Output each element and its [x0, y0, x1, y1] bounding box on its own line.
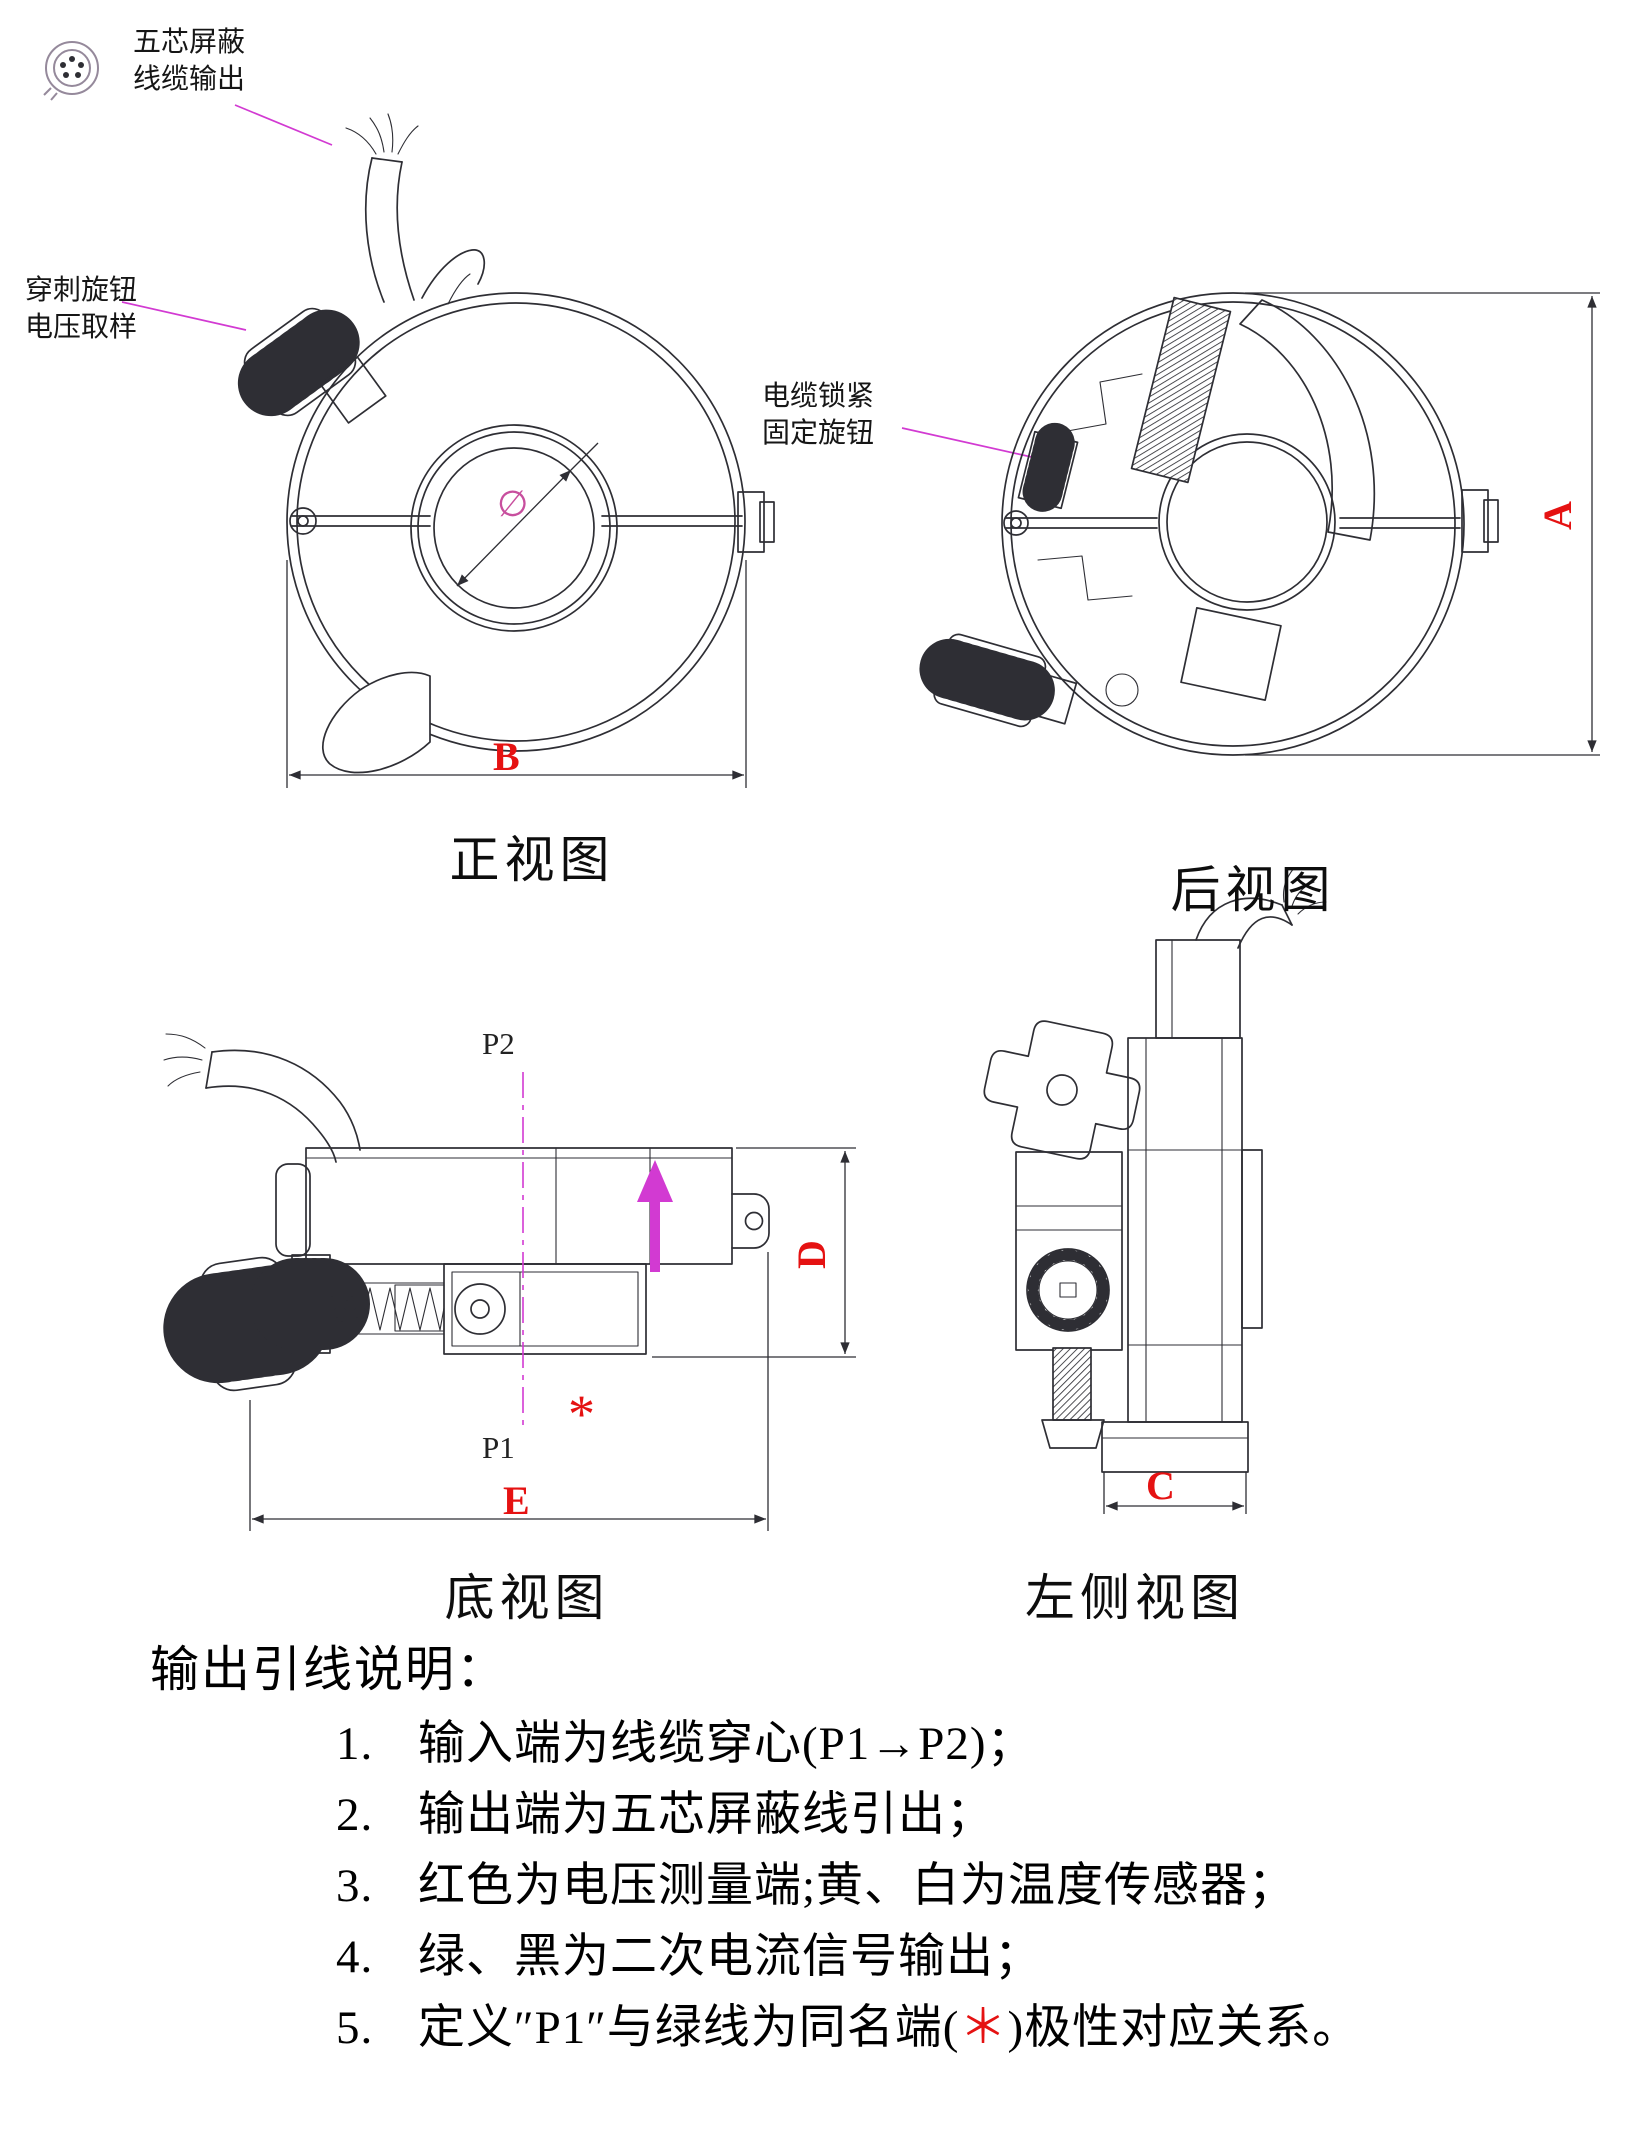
rear-dim-a-lines [1245, 292, 1600, 756]
pierce-knob [237, 307, 363, 417]
rear-cable-hole [1158, 433, 1336, 611]
cable-lock-callout-line2: 固定旋钮 [762, 418, 875, 449]
diameter-symbol: ∅ [497, 484, 529, 524]
note-3-text: 红色为电压测量端;黄、白为温度传感器； [418, 1860, 1297, 1912]
note-item-2: 2. 输出端为五芯屏蔽线引出； [336, 1788, 1590, 1843]
bottom-screw-thread [329, 1287, 445, 1331]
side-bolt [1041, 1347, 1105, 1449]
pierce-knob-callout-line1: 穿刺旋钮 [25, 275, 138, 306]
note-2-number: 2. [336, 1789, 374, 1841]
bottom-dim-d-lines [652, 1147, 856, 1358]
bottom-right-tab [731, 1193, 770, 1249]
front-body [286, 292, 775, 774]
p1-label: P1 [482, 1430, 515, 1465]
front-right-tab [737, 491, 765, 553]
note-5-text-pre: 定义″P1″与绿线为同名端( [418, 2002, 960, 2054]
rear-cable-arm [1239, 299, 1376, 541]
polarity-asterisk: * [568, 1384, 595, 1444]
five-core-connector-icon [43, 41, 99, 101]
note-1-number: 1. [336, 1718, 374, 1770]
side-cross-knob [983, 1020, 1141, 1160]
leader-pierce-knob [121, 301, 247, 331]
note-5-text: 定义″P1″与绿线为同名端(＊)极性对应关系。 [418, 2001, 1360, 2056]
note-4-text: 绿、黑为二次电流信号输出； [418, 1931, 1042, 1983]
front-body-fin [321, 671, 431, 774]
note-item-5: 5. 定义″P1″与绿线为同名端(＊)极性对应关系。 [336, 2001, 1590, 2056]
front-core-ring [410, 424, 618, 632]
note-2-text: 输出端为五芯屏蔽线引出； [418, 1789, 994, 1841]
rear-view-drawing [919, 292, 1499, 756]
front-hinge [289, 507, 317, 535]
side-dim-c-lines [1103, 1472, 1247, 1514]
bottom-output-cable [163, 1033, 361, 1163]
front-view-drawing [237, 113, 775, 774]
note-item-4: 4. 绿、黑为二次电流信号输出； [336, 1930, 1590, 1985]
rear-right-tab [1461, 489, 1489, 553]
dim-letter-c: C [1146, 1463, 1175, 1508]
dim-letter-b: B [493, 734, 520, 779]
front-dim-b-lines [286, 560, 747, 788]
cable-output-callout-line1: 五芯屏蔽 [133, 27, 246, 58]
front-view-title: 正视图 [449, 832, 615, 888]
rear-hinge [1003, 510, 1029, 536]
dim-letter-a: A [1534, 501, 1580, 530]
side-output-cable [1195, 867, 1327, 949]
side-view-drawing [983, 867, 1327, 1473]
cable-lock-knob [1017, 422, 1079, 518]
cable-output-callout: 五芯屏蔽 线缆输出 [133, 24, 245, 98]
note-5-number: 5. [336, 2002, 374, 2054]
dim-letter-d: D [788, 1240, 834, 1269]
note-1-text: 输入端为线缆穿心(P1→P2)； [418, 1718, 1035, 1770]
dim-letter-e: E [503, 1478, 530, 1523]
notes-heading: 输出引线说明： [150, 1642, 508, 1697]
rear-inner-block [1180, 607, 1282, 701]
cable-lock-callout: 电缆锁紧 固定旋钮 [762, 378, 874, 452]
leader-cable-output [234, 104, 333, 146]
pierce-knob-neck [319, 356, 387, 424]
side-body [1101, 939, 1263, 1473]
rear-bottom-knob [919, 633, 1078, 728]
note-item-1: 1. 输入端为线缆穿心(P1→P2)； [336, 1717, 1590, 1772]
bottom-view-title: 底视图 [444, 1570, 610, 1626]
cable-lock-screw [1130, 296, 1232, 484]
red-asterisk: ＊ [959, 2002, 1008, 2054]
rear-body [1001, 292, 1499, 756]
bottom-clamp-mechanism [163, 1254, 647, 1392]
front-output-cable [345, 113, 486, 305]
side-foot [1101, 1421, 1249, 1473]
pierce-knob-callout: 穿刺旋钮 电压取样 [25, 272, 137, 346]
front-cable-hole [433, 447, 595, 609]
cable-output-callout-line2: 线缆输出 [133, 64, 246, 95]
p2-label: P2 [482, 1026, 515, 1061]
note-5-text-post: )极性对应关系。 [1007, 2002, 1361, 2054]
side-gear [1026, 1248, 1110, 1332]
front-diameter-dim [456, 442, 599, 587]
bottom-dim-e-lines [249, 1252, 769, 1531]
direction-arrow [637, 1160, 673, 1272]
notes-section: 输出引线说明： 1. 输入端为线缆穿心(P1→P2)； 2. 输出端为五芯屏蔽线… [150, 1630, 1590, 2056]
note-4-number: 4. [336, 1931, 374, 1983]
pierce-knob-callout-line2: 电压取样 [25, 312, 138, 343]
side-view-title: 左侧视图 [1025, 1570, 1245, 1626]
note-3-number: 3. [336, 1860, 374, 1912]
note-item-3: 3. 红色为电压测量端;黄、白为温度传感器； [336, 1859, 1590, 1914]
rear-view-title: 后视图 [1170, 862, 1336, 918]
bottom-view-drawing [163, 1033, 770, 1392]
cable-lock-callout-line1: 电缆锁紧 [762, 381, 875, 412]
